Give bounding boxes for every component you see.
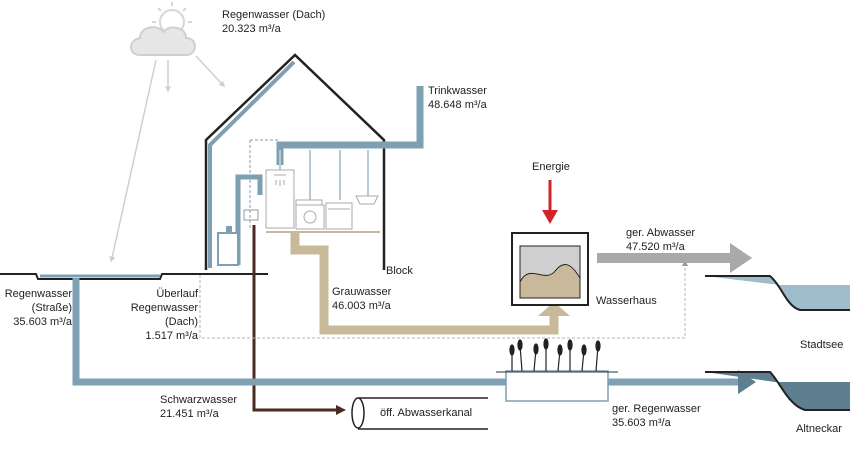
washing-machine-icon	[295, 204, 325, 230]
label-regen-strasse: Regenwasser (Straße) 35.603 m³/a	[4, 288, 72, 328]
label-stadtsee: Stadtsee	[800, 339, 844, 351]
label-trinkwasser: Trinkwasser 48.648 m³/a	[428, 85, 487, 111]
energy-arrow-icon	[542, 180, 558, 224]
rain-arrow-icon	[109, 55, 226, 263]
reed-plant-icon	[509, 338, 601, 372]
label-regen-dach: Regenwasser (Dach) 20.323 m³/a	[222, 9, 326, 35]
cloud-icon	[130, 26, 196, 56]
shower-icon	[265, 169, 295, 229]
label-abwasserkanal: öff. Abwasserkanal	[380, 407, 473, 419]
label-schwarzwasser: Schwarzwasser 21.451 m³/a	[160, 394, 238, 420]
label-grauwasser: Grauwasser 46.003 m³/a	[332, 286, 392, 312]
dishwasher-icon	[325, 202, 353, 230]
label-block: Block	[386, 265, 413, 277]
label-wasserhaus: Wasserhaus	[596, 295, 657, 307]
sink-icon	[355, 195, 379, 205]
label-ueberlauf: Überlauf Regenwasser (Dach) 1.517 m³/a	[130, 288, 198, 342]
sewer-canal-icon	[351, 397, 488, 430]
label-altneckar: Altneckar	[796, 423, 842, 435]
label-ger-regenwasser: ger. Regenwasser 35.603 m³/a	[612, 403, 701, 429]
label-energie: Energie	[532, 161, 570, 173]
label-ger-abwasser: ger. Abwasser 47.520 m³/a	[626, 227, 696, 253]
